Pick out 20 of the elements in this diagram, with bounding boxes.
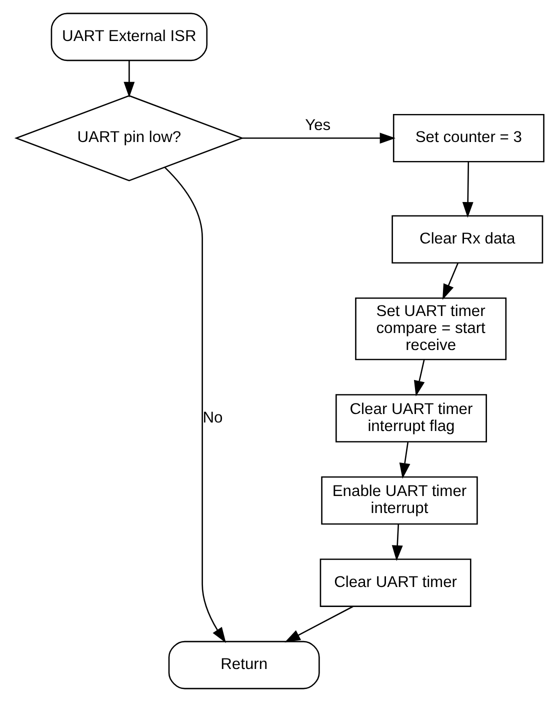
node-box: Clear UART timer	[320, 558, 472, 607]
arrow	[399, 442, 410, 479]
arrow	[392, 524, 403, 562]
edge-label: Yes	[305, 116, 331, 134]
arrow	[242, 132, 396, 144]
node-box: Set counter = 3	[392, 114, 544, 162]
arrow	[124, 60, 135, 98]
arrow	[414, 359, 425, 396]
node-box: Clear UART timer interrupt flag	[336, 394, 487, 442]
node-box: Set UART timer compare = start receive	[355, 297, 507, 360]
arrow	[462, 162, 474, 218]
arrow	[164, 167, 226, 643]
node-diamond: UART pin low?	[14, 95, 244, 182]
node-box: Clear Rx data	[392, 215, 544, 264]
edge-label: No	[202, 409, 223, 426]
node-box: Return	[168, 640, 320, 690]
arrow	[284, 606, 354, 642]
node-box: Enable UART timer interrupt	[321, 476, 478, 525]
arrow	[442, 262, 459, 300]
node-box: UART External ISR	[50, 12, 208, 62]
